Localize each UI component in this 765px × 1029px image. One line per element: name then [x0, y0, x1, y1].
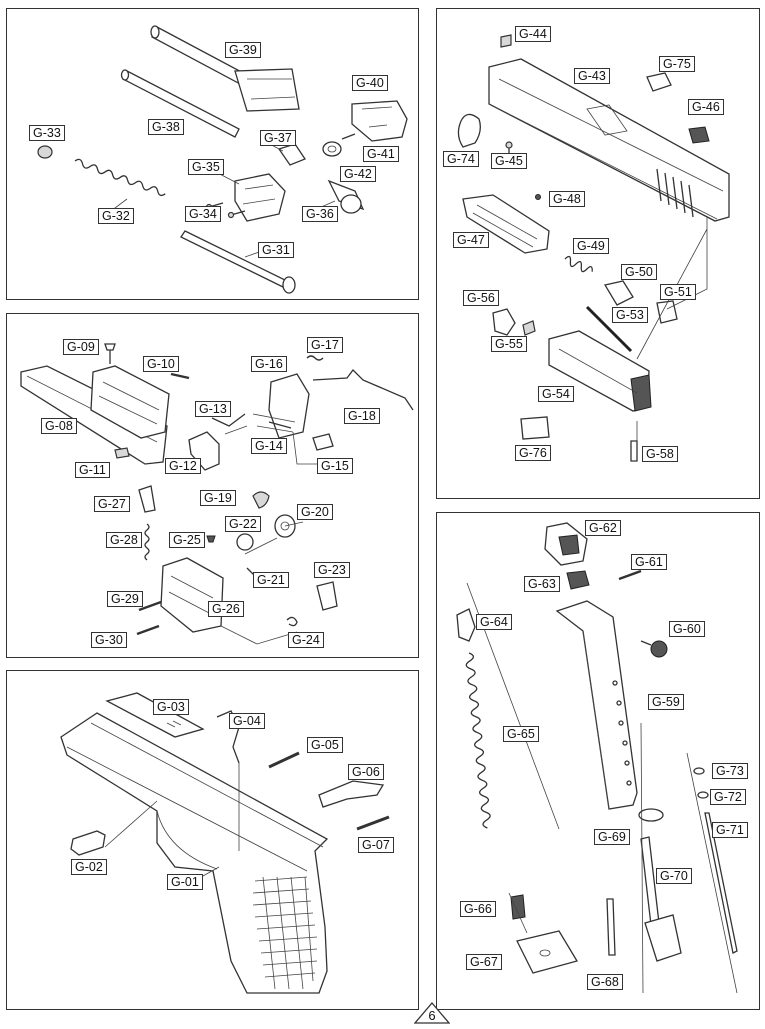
part-label-g56: G-56 [463, 290, 499, 306]
part-label-g21: G-21 [253, 572, 289, 588]
part-label-g16: G-16 [251, 356, 287, 372]
part-label-g75: G-75 [659, 56, 695, 72]
part-label-g36: G-36 [302, 206, 338, 222]
part-label-g37: G-37 [260, 130, 296, 146]
part-label-g46: G-46 [688, 99, 724, 115]
part-label-g20: G-20 [297, 504, 333, 520]
panel-trigger-group: G-09 G-10 G-16 G-17 G-13 G-18 G-08 G-14 … [6, 313, 419, 658]
part-label-g73: G-73 [712, 763, 748, 779]
part-label-g59: G-59 [648, 694, 684, 710]
part-label-g69: G-69 [594, 829, 630, 845]
part-label-g47: G-47 [453, 232, 489, 248]
part-label-g05: G-05 [307, 737, 343, 753]
part-label-g63: G-63 [524, 576, 560, 592]
part-label-g48: G-48 [549, 191, 585, 207]
part-label-g45: G-45 [491, 153, 527, 169]
part-label-g61: G-61 [631, 554, 667, 570]
part-label-g33: G-33 [29, 125, 65, 141]
part-label-g58: G-58 [642, 446, 678, 462]
panel-slide-barrel: G-39 G-40 G-38 G-37 G-41 G-33 G-35 G-42 … [6, 8, 419, 300]
part-label-g12: G-12 [165, 458, 201, 474]
panel-magazine: G-62 G-61 G-63 G-64 G-60 G-59 G-65 G-73 … [436, 512, 760, 1010]
part-label-g02: G-02 [71, 859, 107, 875]
part-label-g68: G-68 [587, 974, 623, 990]
part-label-g41: G-41 [363, 146, 399, 162]
part-label-g42: G-42 [340, 166, 376, 182]
part-label-g25: G-25 [169, 532, 205, 548]
part-label-g38: G-38 [148, 119, 184, 135]
part-label-g19: G-19 [200, 490, 236, 506]
part-label-g40: G-40 [352, 75, 388, 91]
part-label-g72: G-72 [710, 789, 746, 805]
part-label-g28: G-28 [106, 532, 142, 548]
barrel-assembly-drawing [37, 25, 408, 294]
part-label-g23: G-23 [314, 562, 350, 578]
part-label-g44: G-44 [515, 26, 551, 42]
slide-assembly-drawing [457, 34, 730, 462]
part-label-g31: G-31 [258, 242, 294, 258]
part-label-g70: G-70 [656, 868, 692, 884]
part-label-g17: G-17 [307, 337, 343, 353]
triangle-icon [413, 1001, 451, 1024]
part-label-g26: G-26 [208, 601, 244, 617]
part-label-g60: G-60 [669, 621, 705, 637]
part-label-g09: G-09 [63, 339, 99, 355]
part-label-g03: G-03 [153, 699, 189, 715]
part-label-g64: G-64 [476, 614, 512, 630]
part-label-g24: G-24 [288, 632, 324, 648]
part-label-g13: G-13 [195, 401, 231, 417]
part-label-g30: G-30 [91, 632, 127, 648]
part-label-g49: G-49 [573, 238, 609, 254]
part-label-g71: G-71 [712, 822, 748, 838]
part-label-g62: G-62 [585, 520, 621, 536]
part-label-g51: G-51 [660, 284, 696, 300]
part-label-g08: G-08 [41, 418, 77, 434]
magazine-assembly-drawing [456, 522, 738, 994]
part-label-g54: G-54 [538, 386, 574, 402]
part-label-g53: G-53 [612, 307, 648, 323]
panel-frame: G-03 G-04 G-05 G-06 G-02 G-07 G-01 [6, 670, 419, 1010]
part-label-g50: G-50 [621, 264, 657, 280]
page-number: 6 [428, 1008, 436, 1023]
part-label-g35: G-35 [188, 159, 224, 175]
part-label-g27: G-27 [94, 496, 130, 512]
part-label-g06: G-06 [348, 764, 384, 780]
part-label-g01: G-01 [167, 874, 203, 890]
trigger-assembly-drawing [20, 343, 414, 645]
frame-drawing [60, 692, 390, 994]
part-label-g07: G-07 [358, 837, 394, 853]
part-label-g34: G-34 [185, 206, 221, 222]
panel-upper-slide: G-44 G-43 G-75 G-46 G-74 G-45 G-48 G-47 … [436, 8, 760, 499]
part-label-g14: G-14 [251, 438, 287, 454]
part-label-g10: G-10 [143, 356, 179, 372]
part-label-g74: G-74 [443, 151, 479, 167]
page-number-badge: 6 [413, 1001, 451, 1024]
part-label-g65: G-65 [503, 726, 539, 742]
part-label-g18: G-18 [344, 408, 380, 424]
part-label-g76: G-76 [515, 445, 551, 461]
part-label-g43: G-43 [574, 68, 610, 84]
part-label-g39: G-39 [225, 42, 261, 58]
part-label-g15: G-15 [317, 458, 353, 474]
part-label-g67: G-67 [466, 954, 502, 970]
part-label-g32: G-32 [98, 208, 134, 224]
part-label-g11: G-11 [75, 462, 110, 478]
part-label-g22: G-22 [225, 516, 261, 532]
part-label-g29: G-29 [107, 591, 143, 607]
part-label-g55: G-55 [491, 336, 527, 352]
part-label-g04: G-04 [229, 713, 265, 729]
part-label-g66: G-66 [460, 901, 496, 917]
